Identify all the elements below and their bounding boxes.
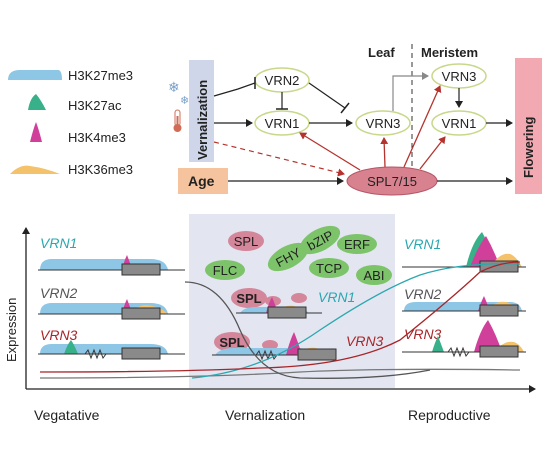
arrow-vrn3-vrn3	[392, 72, 429, 111]
promoter-zigzag	[255, 349, 278, 361]
gene-label-vrn1-vern: VRN1	[318, 289, 355, 305]
age-label: Age	[188, 173, 215, 189]
vrn1-expression-curve	[191, 263, 521, 379]
gene-label-vrn3-vern: VRN3	[346, 333, 384, 349]
gene-body	[297, 348, 337, 361]
node-vrn3-mid-label: VRN3	[366, 116, 401, 131]
legend-mark-h3k27ac	[28, 94, 46, 110]
gene-label-vrn1-repro: VRN1	[404, 236, 441, 252]
y-axis-label: Expression	[4, 298, 19, 362]
stage-label-vernalization: Vernalization	[225, 407, 305, 423]
legend-mark-h3k4me3	[30, 122, 42, 142]
node-vrn1-right-label: VRN1	[442, 116, 477, 131]
h3k27ac-peak	[64, 340, 78, 354]
node-vrn1-left-label: VRN1	[265, 116, 300, 131]
vrn2-decline-curve	[184, 281, 431, 379]
inhibit-vern-vrn2	[213, 82, 256, 97]
legend-label-h3k27ac: H3K27ac	[68, 98, 122, 113]
dashed-arrow-vern-spl	[213, 141, 345, 177]
factor-tcp	[309, 258, 349, 278]
gene-body	[479, 304, 519, 317]
node-vrn3-mid	[355, 110, 411, 136]
vrn2-expression-curve	[39, 368, 521, 379]
meristem-label: Meristem	[421, 45, 478, 60]
factor-flc	[205, 260, 245, 280]
h3k4me3-peak	[470, 236, 500, 267]
factor-spl-label: SPL	[234, 234, 259, 249]
h3k27ac-peak	[432, 336, 444, 352]
gene-body	[267, 306, 307, 319]
gene-label-vrn3-repro: VRN3	[404, 326, 442, 342]
flowering-label: Flowering	[521, 117, 536, 178]
arrow-spl-vrn1	[299, 132, 361, 171]
legend: H3K27me3 H3K27ac H3K4me3 H3K36me3	[8, 68, 133, 177]
factor-flc-label: FLC	[213, 263, 238, 278]
arrow-spl-vrn3	[380, 137, 389, 168]
promoter-zigzag	[447, 346, 470, 358]
expression-panel: Expression Vegatative Vernalization Repr…	[4, 214, 536, 423]
gene-label-vrn2: VRN2	[40, 285, 78, 301]
age-box	[178, 168, 228, 194]
gene-body	[121, 307, 161, 320]
gene-body	[479, 345, 519, 358]
flowering-box	[515, 58, 542, 194]
spl-binding-label: SPL	[219, 335, 244, 350]
stage-label-vegetative: Vegatative	[34, 407, 100, 423]
gene-body	[121, 347, 161, 360]
leaf-label: Leaf	[368, 45, 395, 60]
vernalization-label: Vernalization	[195, 80, 210, 160]
legend-label-h3k27me3: H3K27me3	[68, 68, 133, 83]
factor-erf-label: ERF	[344, 237, 370, 252]
arrow-spl-vrn3-top	[403, 85, 442, 168]
legend-label-h3k36me3: H3K36me3	[68, 162, 133, 177]
h3k27me3-peak	[215, 348, 308, 355]
gene-body	[121, 263, 161, 276]
legend-mark-h3k27me3	[8, 70, 62, 80]
factor-erf	[337, 234, 377, 254]
spl-binding	[231, 288, 267, 308]
vernalization-column: SPL FHY bZIP FLC ERF TCP ABI SPL VRN1	[205, 225, 392, 361]
factor-tcp-label: TCP	[316, 261, 342, 276]
factor-bzip	[299, 225, 341, 255]
pathway: ❄ ❄ Vernalization Age Flowering Leaf Mer…	[168, 44, 542, 196]
arrow-spl-vrn1-right	[419, 136, 446, 170]
gene-label-vrn1: VRN1	[40, 235, 77, 251]
node-vrn2-label: VRN2	[265, 73, 300, 88]
legend-mark-h3k36me3	[10, 165, 60, 174]
gene-body	[479, 260, 519, 273]
node-vrn3-top-label: VRN3	[442, 69, 477, 84]
nucleosome	[291, 293, 307, 303]
vernalization-band	[189, 60, 214, 162]
inhibit-vrn2-vrn3	[308, 82, 346, 109]
snowflake-icon: ❄	[180, 95, 189, 107]
factor-abi	[356, 265, 392, 285]
snowflake-icon: ❄	[168, 79, 180, 95]
nucleosome	[262, 340, 278, 350]
promoter-zigzag	[84, 348, 107, 360]
factor-abi-label: ABI	[364, 268, 385, 283]
stage-label-reproductive: Reproductive	[408, 407, 491, 423]
gene-label-vrn3: VRN3	[40, 327, 78, 343]
gene-label-vrn2-repro: VRN2	[404, 286, 442, 302]
h3k4me3-peak	[474, 320, 502, 352]
vrn3-expression-curve	[39, 261, 521, 373]
spl-binding-label: SPL	[236, 291, 261, 306]
reproductive-column: VRN1 VRN2 VRN3	[402, 232, 526, 358]
factor-fhy	[267, 242, 309, 272]
inhibit-bar	[340, 102, 350, 114]
node-spl-label: SPL7/15	[367, 174, 417, 189]
spl-binding	[214, 332, 250, 352]
factor-spl	[228, 231, 264, 251]
vegetative-column: VRN1 VRN2 VRN3	[38, 235, 185, 360]
legend-label-h3k4me3: H3K4me3	[68, 130, 126, 145]
thermometer-icon	[173, 109, 182, 132]
